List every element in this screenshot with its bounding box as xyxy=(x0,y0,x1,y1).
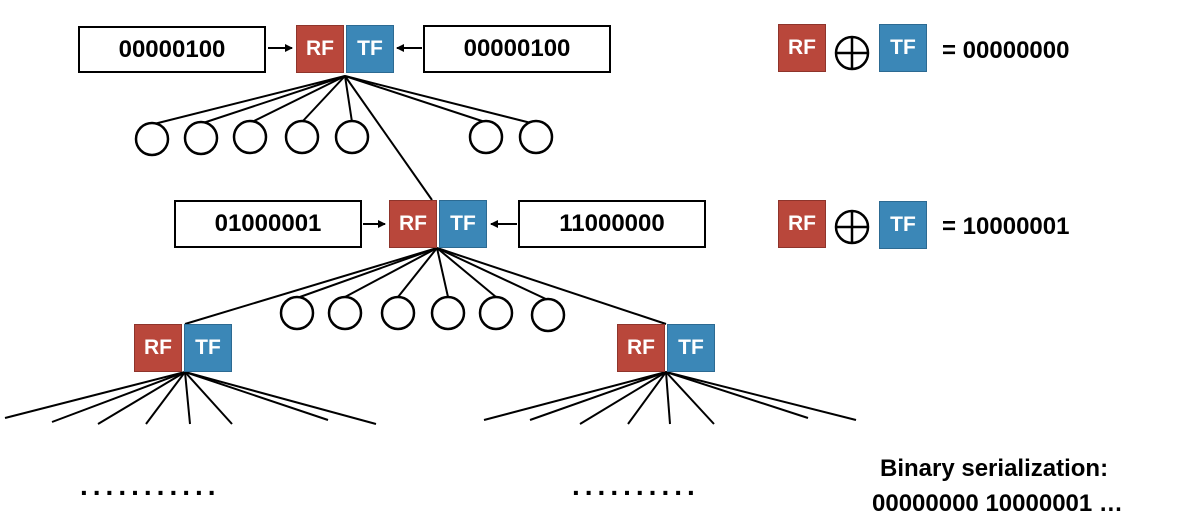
root-right-value-box: 00000100 xyxy=(423,25,611,73)
equation2-rf-square: RF xyxy=(778,200,826,248)
level2-tf-square: TF xyxy=(439,200,487,248)
leaf-node xyxy=(430,295,466,331)
xor-symbol-2 xyxy=(834,209,870,245)
leaf-node xyxy=(232,119,268,155)
level2-left-value-box: 01000001 xyxy=(174,200,362,248)
equation2-tf-square: TF xyxy=(879,201,927,249)
level2-right-value-box: 11000000 xyxy=(518,200,706,248)
leaf-node xyxy=(284,119,320,155)
leaf-node xyxy=(380,295,416,331)
level3-right-edges xyxy=(483,371,857,425)
serialization-value: 00000000 10000001 … xyxy=(872,490,1123,517)
root-tf-square: TF xyxy=(346,25,394,73)
leaf-node xyxy=(327,295,363,331)
leaf-node xyxy=(468,119,504,155)
equation1-rf-square: RF xyxy=(778,24,826,72)
level3-left-rf-square: RF xyxy=(134,324,182,372)
leaf-node xyxy=(518,119,554,155)
equation2-result: = 10000001 xyxy=(942,213,1070,240)
serialization-title: Binary serialization: xyxy=(880,455,1109,482)
continuation-dots-right: .......... xyxy=(572,470,700,501)
leaf-node xyxy=(478,295,514,331)
equation1-tf-square: TF xyxy=(879,24,927,72)
level3-right-rf-square: RF xyxy=(617,324,665,372)
continuation-dots-left: ........... xyxy=(80,470,221,501)
root-edges xyxy=(149,75,536,201)
leaf-node xyxy=(279,295,315,331)
leaf-node xyxy=(134,121,170,157)
level2-leaf-nodes xyxy=(279,295,566,333)
level2-edges xyxy=(184,247,667,325)
arrows xyxy=(268,44,517,228)
equation1-result: = 00000000 xyxy=(942,37,1070,64)
level3-left-tf-square: TF xyxy=(184,324,232,372)
leaf-node xyxy=(334,119,370,155)
root-leaf-nodes xyxy=(134,119,554,157)
level3-right-tf-square: TF xyxy=(667,324,715,372)
root-rf-square: RF xyxy=(296,25,344,73)
root-left-value-box: 00000100 xyxy=(78,26,266,73)
leaf-node xyxy=(530,297,566,333)
leaf-node xyxy=(183,120,219,156)
level2-rf-square: RF xyxy=(389,200,437,248)
level3-left-edges xyxy=(4,371,377,425)
xor-symbol-1 xyxy=(834,35,870,71)
